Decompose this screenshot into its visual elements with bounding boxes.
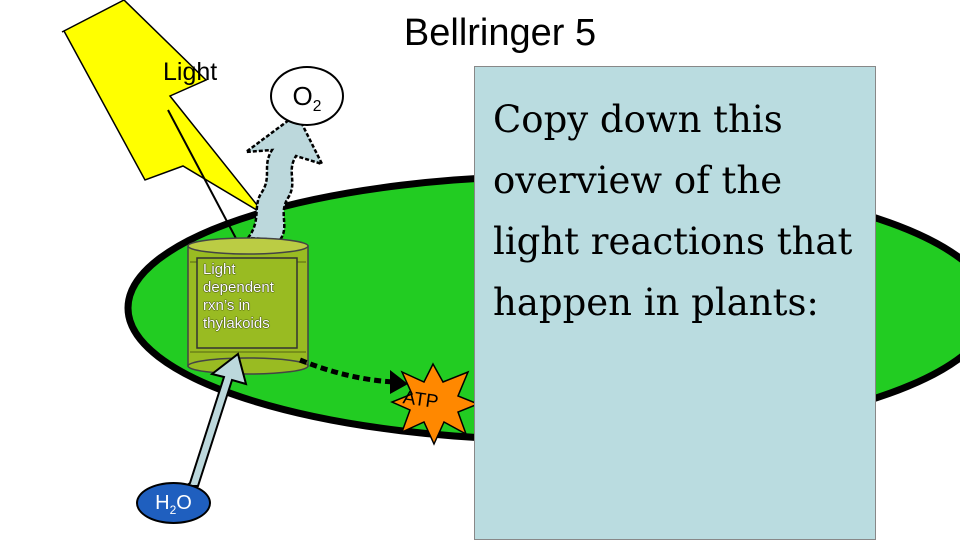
instruction-text: Copy down this overview of the light rea… — [493, 89, 873, 333]
thylakoid-label: Light dependent rxn’s in thylakoids — [203, 261, 298, 333]
instruction-line: light reactions that — [493, 211, 873, 272]
instruction-box: Copy down this overview of the light rea… — [474, 66, 876, 540]
light-label: Light — [163, 58, 217, 86]
lightning-bolt-icon — [62, 0, 265, 215]
instruction-line: Copy down this — [493, 89, 873, 150]
instruction-line: overview of the — [493, 150, 873, 211]
oxygen-bubble: O2 — [270, 66, 344, 126]
water-bubble: H2O — [136, 482, 211, 524]
instruction-line: happen in plants: — [493, 272, 873, 333]
